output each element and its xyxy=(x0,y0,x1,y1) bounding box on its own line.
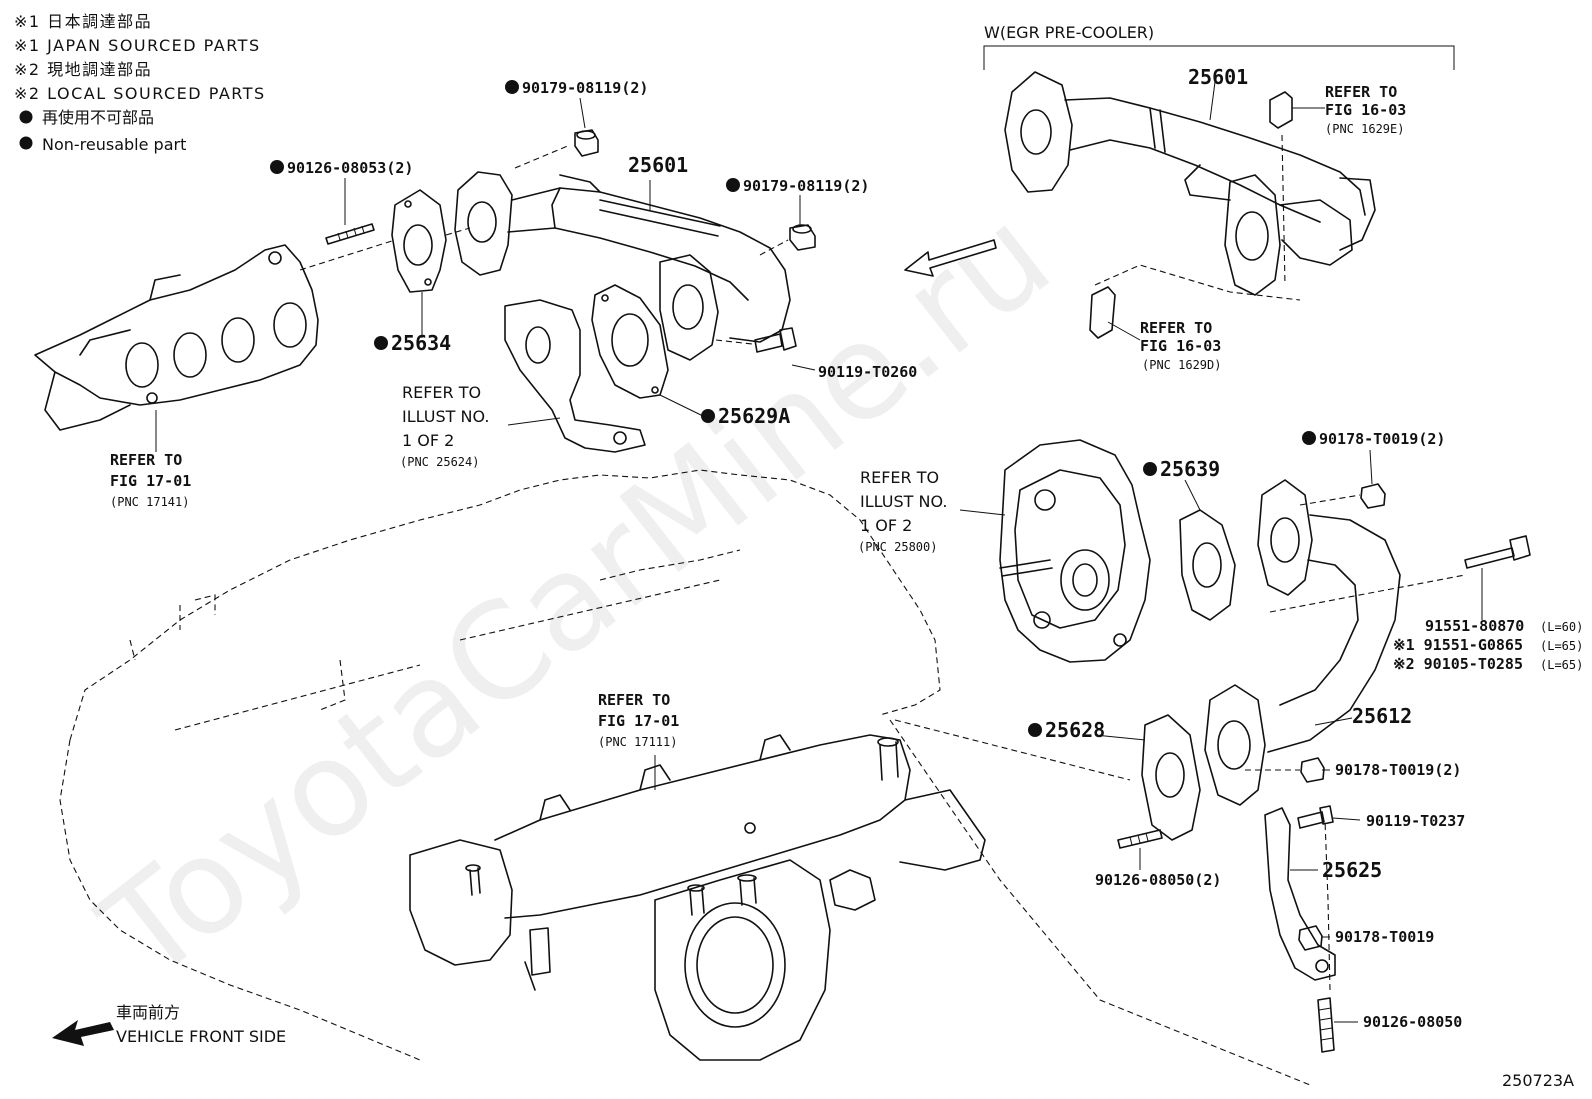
ref-fig1701-lower-line1: REFER TO xyxy=(598,691,670,709)
part-25612-label: 25612 xyxy=(1352,704,1412,728)
nonreusable-dot-icon xyxy=(1143,462,1157,476)
part-90119-t0237-label: 90119-T0237 xyxy=(1366,812,1465,830)
part-25629a-label: 25629A xyxy=(718,404,790,428)
nut-90178-b-drawing xyxy=(1300,757,1325,783)
legend-note2-jp: ※2 現地調達部品 xyxy=(14,60,152,79)
nonreusable-dot-icon xyxy=(505,80,519,94)
ref-fig1603-d-line2: FIG 16-03 xyxy=(1140,337,1221,355)
assembly-lines-lower xyxy=(889,494,1466,1086)
part-90179-08119-a-label: 90179-08119(2) xyxy=(522,79,648,97)
stud-90126-08050-b-drawing xyxy=(1317,997,1335,1053)
egr-valve-drawing xyxy=(999,439,1151,663)
part-91551-80870-length: (L=60) xyxy=(1540,620,1583,634)
ref-illust-25624-line4: (PNC 25624) xyxy=(400,455,479,469)
vehicle-front-side: 車両前方 VEHICLE FRONT SIDE xyxy=(52,1003,286,1046)
part-90126-08050-a-label: 90126-08050(2) xyxy=(1095,871,1221,889)
part-25639-label: 25639 xyxy=(1160,457,1220,481)
ref-illust-25800-line3: 1 OF 2 xyxy=(860,516,912,535)
ref-illust-25800-line1: REFER TO xyxy=(860,468,939,487)
ref-illust-25624-line1: REFER TO xyxy=(402,383,481,402)
ref-fig1603-e-line1: REFER TO xyxy=(1325,83,1397,101)
part-25634-label: 25634 xyxy=(391,331,451,355)
egr-pipe-precooler-25601-drawing xyxy=(1004,71,1376,339)
legend-note1-jp: ※1 日本調達部品 xyxy=(14,12,152,31)
watermark: ToyotaCarMine.ru xyxy=(74,179,1078,1011)
variant-label: W(EGR PRE-COOLER) xyxy=(984,23,1154,42)
bolt-91551-drawing xyxy=(1464,535,1531,569)
ref-illust-25800-line2: ILLUST NO. xyxy=(860,492,947,511)
ref-illust-25624-line2: ILLUST NO. xyxy=(402,407,489,426)
ref-fig1701-lower-line3: (PNC 17111) xyxy=(598,735,677,749)
part-90119-t0260-label: 90119-T0260 xyxy=(818,363,917,381)
part-25601-a-label: 25601 xyxy=(628,153,688,177)
ref-fig1701-upper-line1: REFER TO xyxy=(110,451,182,469)
part-90178-t0019-c-label: 90178-T0019 xyxy=(1335,928,1434,946)
variant-bracket: W(EGR PRE-COOLER) xyxy=(983,23,1455,70)
ref-fig1701-upper-line2: FIG 17-01 xyxy=(110,472,191,490)
part-90126-08053-label: 90126-08053(2) xyxy=(287,159,413,177)
part-91551-g0865-label: ※1 91551-G0865 xyxy=(1393,636,1523,654)
gasket-25629a-drawing xyxy=(591,284,669,399)
ref-fig1701-upper-line3: (PNC 17141) xyxy=(110,495,189,509)
ref-illust-25800-line4: (PNC 25800) xyxy=(858,540,937,554)
egr-pipe-25612-drawing xyxy=(1204,479,1401,806)
ref-fig1701-lower-line2: FIG 17-01 xyxy=(598,712,679,730)
legend-note2-en: ※2 LOCAL SOURCED PARTS xyxy=(14,84,266,103)
nonreusable-dot-icon xyxy=(1028,723,1042,737)
ref-fig1603-d-line3: (PNC 1629D) xyxy=(1142,358,1221,372)
gasket-25628-drawing xyxy=(1141,714,1201,841)
part-91551-g0865-length: (L=65) xyxy=(1540,639,1583,653)
gasket-25639-drawing xyxy=(1179,509,1236,621)
bracket-25624-drawing xyxy=(504,299,646,453)
bolt-90119-t0237-drawing xyxy=(1297,805,1334,829)
part-90105-t0285-length: (L=65) xyxy=(1540,658,1583,672)
stud-90126-08050-a-drawing xyxy=(1117,829,1163,849)
bracket-25625-drawing xyxy=(1264,807,1336,981)
direction-arrow-icon xyxy=(904,239,997,277)
ref-illust-25624-line3: 1 OF 2 xyxy=(402,431,454,450)
part-25628-label: 25628 xyxy=(1045,718,1105,742)
part-labels: REFER TO FIG 17-01 (PNC 17141) 90126-080… xyxy=(110,65,1583,1031)
part-25601-b-label: 25601 xyxy=(1188,65,1248,89)
legend-nonreuse-jp: 再使用不可部品 xyxy=(42,108,154,127)
part-90126-08050-b-label: 90126-08050 xyxy=(1363,1013,1462,1031)
nut-90179-b-drawing xyxy=(789,224,816,251)
nonreusable-dot-icon xyxy=(270,160,284,174)
ref-fig1603-e-line3: (PNC 1629E) xyxy=(1325,122,1404,136)
nonreusable-dot-icon xyxy=(19,110,33,124)
nonreusable-dot-icon xyxy=(19,136,33,150)
assembly-lines-upper xyxy=(299,144,789,345)
exhaust-manifold-drawing xyxy=(34,244,319,431)
part-90179-08119-b-label: 90179-08119(2) xyxy=(743,177,869,195)
part-90105-t0285-label: ※2 90105-T0285 xyxy=(1393,655,1523,673)
front-side-jp: 車両前方 xyxy=(116,1003,180,1022)
gasket-25634-drawing xyxy=(391,189,447,293)
nonreusable-dot-icon xyxy=(1302,431,1316,445)
nut-90178-c-drawing xyxy=(1298,925,1323,951)
intake-manifold-drawing xyxy=(409,734,986,1061)
nonreusable-dot-icon xyxy=(726,178,740,192)
bolt-90119-t0260-drawing xyxy=(754,327,797,353)
ref-fig1603-e-line2: FIG 16-03 xyxy=(1325,101,1406,119)
part-90178-t0019-b-label: 90178-T0019(2) xyxy=(1335,761,1461,779)
part-25625-label: 25625 xyxy=(1322,858,1382,882)
egr-pipe-25601-drawing xyxy=(454,171,791,361)
front-arrow-icon xyxy=(52,1020,114,1046)
nonreusable-dot-icon xyxy=(701,409,715,423)
ref-fig1603-d-line1: REFER TO xyxy=(1140,319,1212,337)
stud-90126-08053-drawing xyxy=(325,223,375,245)
legend: ※1 日本調達部品 ※1 JAPAN SOURCED PARTS ※2 現地調達… xyxy=(14,12,266,154)
part-90178-t0019-a-label: 90178-T0019(2) xyxy=(1319,430,1445,448)
leader-lines xyxy=(155,81,1483,1023)
nut-90178-a-drawing xyxy=(1360,483,1386,509)
engine-block-drawing xyxy=(59,469,941,1061)
nonreusable-dot-icon xyxy=(374,336,388,350)
legend-nonreuse-en: Non-reusable part xyxy=(42,135,186,154)
figure-id: 250723A xyxy=(1502,1071,1574,1090)
legend-note1-en: ※1 JAPAN SOURCED PARTS xyxy=(14,36,261,55)
part-91551-80870-label: 91551-80870 xyxy=(1425,617,1524,635)
front-side-en: VEHICLE FRONT SIDE xyxy=(116,1027,286,1046)
nut-90179-a-drawing xyxy=(574,129,599,157)
